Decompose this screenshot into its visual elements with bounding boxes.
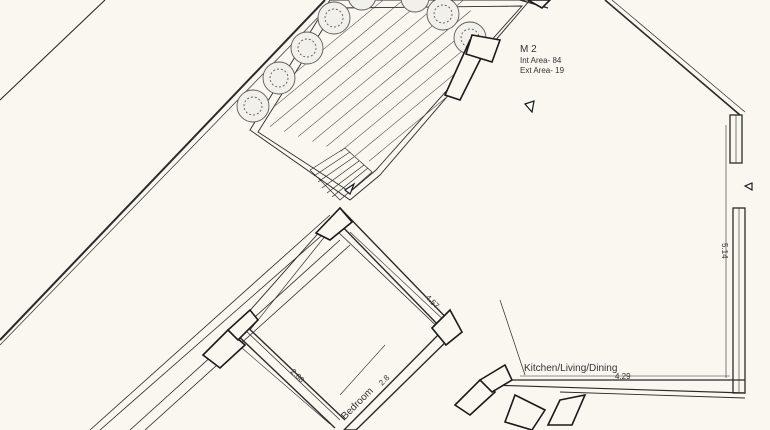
unit-label: M 2 Int Area- 84 Ext Area- 19	[520, 44, 565, 75]
terrace-outline	[249, 0, 531, 201]
room-label-kitchen: Kitchen/Living/Dining	[524, 363, 617, 374]
dimension-2-88: 2.88	[289, 367, 307, 385]
deck-hatching	[265, 0, 475, 165]
unit-name: M 2	[520, 44, 537, 55]
unit-walls	[489, 0, 746, 399]
dimension-4-29: 4.29	[615, 372, 631, 381]
dimension-5-14: 5.14	[720, 243, 729, 259]
site-boundary-lines	[0, 0, 351, 430]
tree-icon	[236, 0, 487, 123]
unit-int-area: Int Area- 84	[520, 56, 562, 65]
level-marker-icon	[343, 100, 753, 195]
stairs	[309, 147, 373, 201]
wall-junctions	[201, 0, 587, 430]
dimension-4-57: 4.57	[424, 293, 442, 311]
unit-ext-area: Ext Area- 19	[520, 66, 565, 75]
dimension-2-8: 2.8	[377, 373, 392, 388]
